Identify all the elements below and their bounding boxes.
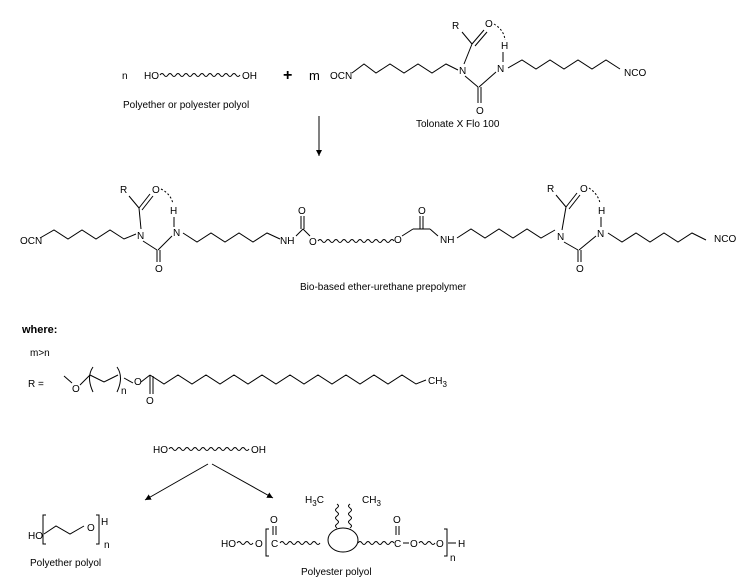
svg-text:O: O: [298, 206, 306, 217]
bottom-oh: OH: [251, 445, 266, 456]
svg-text:O: O: [255, 539, 263, 550]
coef-n: n: [122, 71, 128, 82]
svg-text:H: H: [598, 206, 605, 217]
tolonate-n: N: [459, 66, 466, 77]
tolonate-caption: Tolonate X Flo 100: [416, 119, 500, 130]
svg-text:n: n: [450, 553, 456, 564]
plus-sign: +: [283, 67, 292, 84]
polyether-structure: HO O H n Polyether polyol: [28, 514, 110, 569]
arrow-to-polyester: [211, 463, 274, 499]
polyester-structure: HO O C O H3C CH3 C O O O H n Polyester p…: [221, 495, 465, 578]
tolonate-ocn: OCN: [330, 71, 352, 82]
svg-text:N: N: [597, 229, 604, 240]
svg-text:O: O: [155, 264, 163, 275]
prepolymer-nh-right: NH: [440, 235, 454, 246]
arrow-to-polyether: [144, 463, 209, 501]
svg-text:C: C: [271, 539, 278, 550]
svg-text:O: O: [309, 237, 317, 248]
svg-text:HO: HO: [221, 539, 236, 550]
prepolymer-caption: Bio-based ether-urethane prepolymer: [300, 282, 467, 293]
svg-text:O: O: [152, 185, 160, 196]
svg-text:O: O: [270, 515, 278, 526]
svg-text:H: H: [101, 517, 108, 528]
svg-text:O: O: [436, 539, 444, 550]
urea-h: H: [501, 41, 508, 52]
urea-o: O: [476, 106, 484, 117]
svg-text:O: O: [576, 264, 584, 275]
tolonate-r: R: [452, 21, 459, 32]
fatty-acid-chain: [149, 374, 427, 385]
tolonate-nco: NCO: [624, 68, 646, 79]
prepolymer-structure: OCN N O R O N H NH O O O O NH N: [20, 184, 736, 293]
polyol-chain: [159, 73, 241, 77]
prepolymer-n-right: N: [557, 232, 564, 243]
svg-text:O: O: [418, 206, 426, 217]
svg-text:O: O: [394, 235, 402, 246]
reactant-polyol: n HO OH Polyether or polyester polyol: [122, 71, 257, 111]
bottom-polyol: HO OH: [153, 445, 266, 456]
svg-text:N: N: [173, 228, 180, 239]
condition-m-gt-n: m>n: [30, 348, 50, 359]
svg-text:O: O: [410, 539, 418, 550]
svg-text:C: C: [394, 539, 401, 550]
prepolymer-ocn-left: OCN: [20, 236, 42, 247]
svg-text:O: O: [72, 384, 80, 395]
polyol-oh: OH: [242, 71, 257, 82]
polyester-core-ring: [327, 527, 359, 553]
svg-text:CH3: CH3: [428, 376, 447, 389]
prepolymer-n-left: N: [137, 231, 144, 242]
svg-text:O: O: [87, 523, 95, 534]
svg-text:H: H: [170, 206, 177, 217]
polyol-ho: HO: [144, 71, 159, 82]
r-group-n-sub: n: [121, 386, 127, 397]
polyol-caption: Polyether or polyester polyol: [123, 100, 249, 111]
r-equals-label: R =: [28, 379, 44, 390]
svg-text:CH3: CH3: [362, 495, 381, 508]
svg-text:n: n: [104, 540, 110, 551]
acyl-o: O: [485, 19, 493, 30]
prepolymer-polyol-chain: [317, 239, 395, 243]
prepolymer-nco-right: NCO: [714, 234, 736, 245]
svg-text:R: R: [547, 184, 554, 195]
svg-text:H: H: [458, 539, 465, 550]
hexyl-chain-left: [351, 63, 459, 74]
reactant-tolonate: OCN N O R O N H NCO Tolonate X Flo 100: [330, 19, 646, 130]
svg-text:O: O: [580, 184, 588, 195]
polyester-caption: Polyester polyol: [301, 567, 372, 578]
bottom-ho: HO: [153, 445, 168, 456]
polyether-caption: Polyether polyol: [30, 558, 101, 569]
bottom-polyol-chain: [168, 447, 250, 451]
urea-n: N: [497, 64, 504, 75]
hexyl-chain-right: [507, 59, 621, 70]
svg-text:O: O: [134, 377, 142, 388]
where-heading: where:: [21, 324, 57, 336]
svg-text:R: R: [120, 185, 127, 196]
coef-m: m: [309, 68, 320, 83]
prepolymer-nh-left: NH: [280, 236, 294, 247]
svg-text:O: O: [393, 515, 401, 526]
svg-text:H3C: H3C: [305, 495, 324, 508]
svg-text:HO: HO: [28, 531, 43, 542]
r-group-structure: O n O O CH3: [63, 366, 447, 407]
svg-text:O: O: [146, 396, 154, 407]
